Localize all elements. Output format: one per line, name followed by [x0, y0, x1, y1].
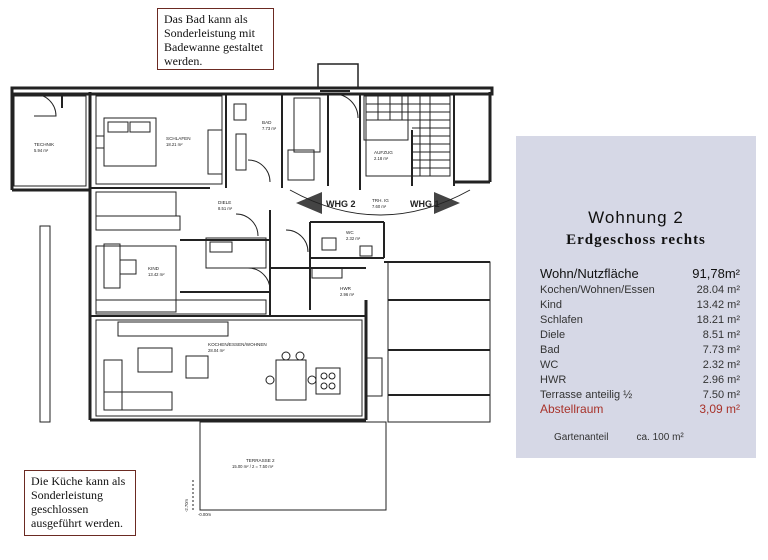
room-area-treppe: 7.60 m² — [372, 204, 387, 209]
apartment-title: Wohnung 2 — [588, 208, 684, 227]
storage-label: Abstellraum — [540, 402, 604, 416]
room-area-wc: 2.32 m² — [346, 236, 361, 241]
note-bathroom-option: Das Bad kann als Sonderleistung mit Bade… — [157, 8, 274, 70]
note-line: geschlossen — [31, 502, 89, 516]
note-line: Das Bad kann als — [164, 12, 248, 26]
area-value: 7.50 m² — [702, 389, 740, 401]
area-label: Schlafen — [540, 314, 583, 326]
note-line: werden. — [164, 54, 203, 68]
room-name-technik: TECHNIK — [34, 142, 55, 147]
whg-1-label: WHG 1 — [410, 199, 440, 209]
room-name-aufzug: AUFZUG — [374, 150, 393, 155]
total-area-label: Wohn/Nutzfläche — [540, 266, 639, 281]
interior-walls — [61, 94, 490, 396]
garden-label: Gartenanteil — [554, 432, 609, 443]
room-name-hwr: HWR — [340, 286, 352, 291]
garden-row: Gartenanteil ca. 100 m² — [554, 432, 684, 443]
room-area-aufzug: 2.18 m² — [374, 156, 389, 161]
area-value: 2.32 m² — [702, 359, 740, 371]
staircase — [365, 95, 451, 177]
room-area-terrasse: 15.00 m² / 2 = 7.50 m² — [232, 464, 274, 469]
total-area-value: 91,78m² — [692, 266, 740, 281]
area-value: 7.73 m² — [702, 344, 740, 356]
terrace-outline — [39, 225, 491, 511]
floor-plan: TECHNIK 5.94 m² SCHLAFEN 18.21 m² BAD 7.… — [10, 63, 494, 517]
area-label: Diele — [540, 329, 566, 341]
area-value: 18.21 m² — [696, 314, 740, 326]
room-area-hwr: 2.96 m² — [340, 292, 355, 297]
room-area-diele: 8.51 m² — [218, 206, 233, 211]
room-area-schlafen: 18.21 m² — [166, 142, 183, 147]
note-line: Sonderleistung — [31, 488, 103, 502]
level-lower: -0.00m — [198, 512, 212, 517]
level-upper: -2.70m — [184, 498, 189, 512]
room-name-treppe: TRH. IG — [372, 198, 389, 203]
whg-2-label: WHG 2 — [326, 199, 356, 209]
area-label: Kind — [540, 299, 563, 311]
room-area-kind: 13.42 m² — [148, 272, 165, 277]
area-value: 28.04 m² — [696, 284, 740, 296]
area-label: Terrasse anteilig ½ — [540, 389, 633, 401]
note-line: ausgeführt werden. — [31, 516, 123, 530]
room-name-kind: KIND — [148, 266, 160, 271]
room-name-kochen: KOCHEN/ESSEN/WOHNEN — [208, 342, 267, 347]
storage-value: 3,09 m² — [699, 402, 740, 416]
apartment-subtitle: Erdgeschoss rechts — [566, 232, 706, 248]
room-area-bad: 7.73 m² — [262, 126, 277, 131]
room-area-technik: 5.94 m² — [34, 148, 49, 153]
room-name-terrasse: TERRASSE 2 — [246, 458, 275, 463]
note-line: Sonderleistung mit — [164, 26, 255, 40]
room-labels: TECHNIK 5.94 m² SCHLAFEN 18.21 m² BAD 7.… — [34, 120, 440, 517]
note-line: Badewanne gestaltet — [164, 40, 263, 54]
area-label: Kochen/Wohnen/Essen — [540, 284, 655, 296]
note-kitchen-option: Die Küche kann als Sonderleistung geschl… — [24, 470, 136, 536]
room-name-wc: WC — [346, 230, 354, 235]
area-value: 8.51 m² — [702, 329, 740, 341]
area-label: WC — [540, 359, 559, 371]
area-value: 2.96 m² — [702, 374, 740, 386]
area-label: Bad — [540, 344, 560, 356]
furniture — [95, 97, 383, 411]
area-value: 13.42 m² — [696, 299, 740, 311]
apartment-info-panel: Wohnung 2 Erdgeschoss rechts Wohn/Nutzfl… — [516, 136, 756, 458]
room-name-diele: DIELE — [218, 200, 231, 205]
garden-value: ca. 100 m² — [636, 432, 684, 443]
note-line: Die Küche kann als — [31, 474, 126, 488]
exterior-walls — [10, 63, 494, 422]
area-label: HWR — [540, 374, 567, 386]
room-name-schlafen: SCHLAFEN — [166, 136, 191, 141]
room-area-kochen: 28.04 m² — [208, 348, 225, 353]
room-name-bad: BAD — [262, 120, 272, 125]
